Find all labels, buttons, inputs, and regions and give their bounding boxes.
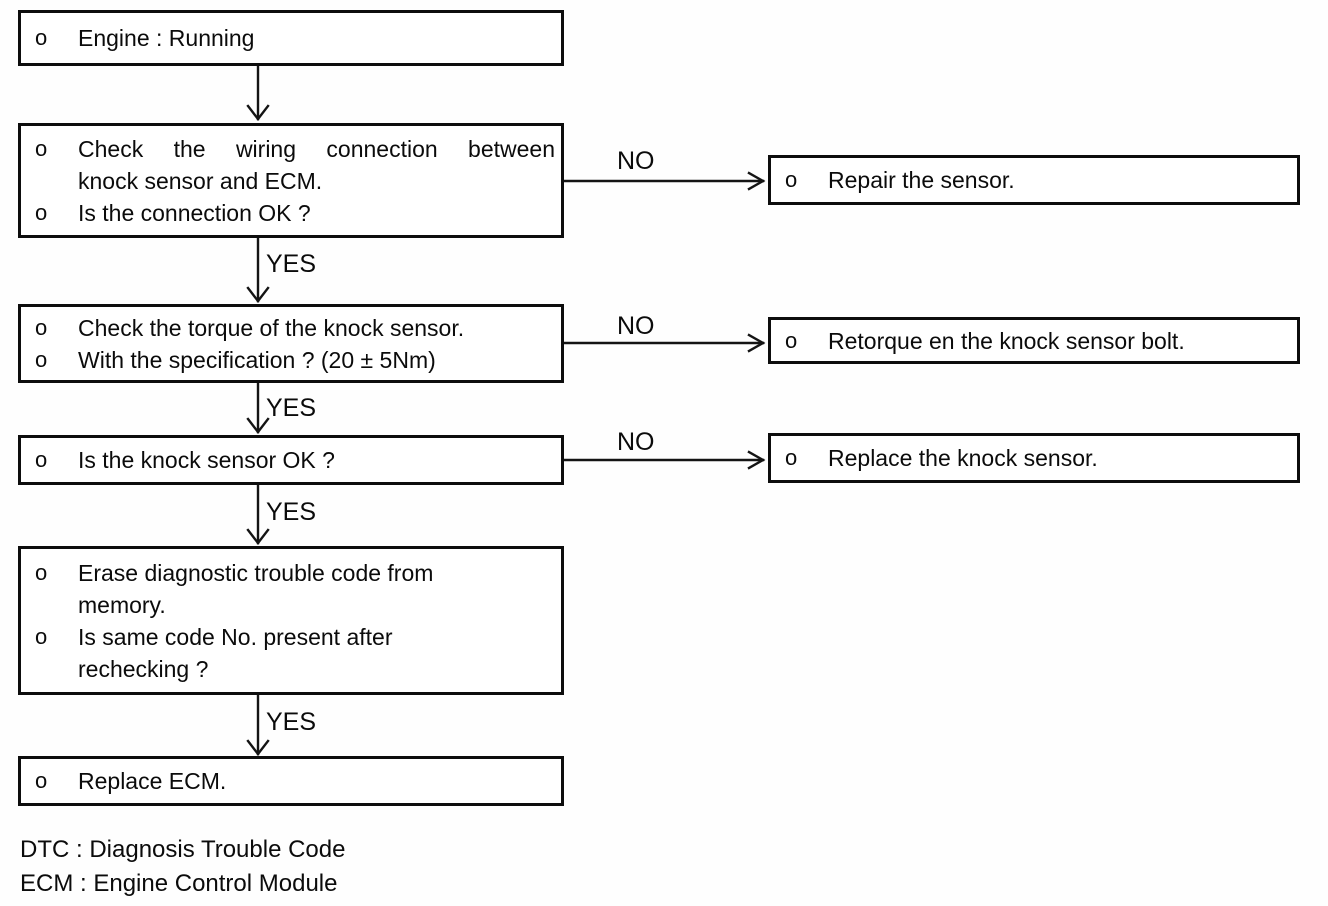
bullet-marker: o xyxy=(35,199,48,225)
label-no-3: NO xyxy=(617,428,655,456)
flow-box-erase-code: o Erase diagnostic trouble code from mem… xyxy=(18,546,564,695)
text-line: Retorque en the knock sensor bolt. xyxy=(828,327,1185,354)
text-line: Is the knock sensor OK ? xyxy=(78,447,335,473)
box-text: Check the wiring connection between knoc… xyxy=(78,133,555,197)
bullet-marker: o xyxy=(785,327,798,353)
arrow-right-2-no xyxy=(562,333,766,353)
flow-box-replace-ecm: o Replace ECM. xyxy=(18,756,564,806)
bullet-row: o Replace ECM. xyxy=(35,765,555,797)
text-line: knock sensor and ECM. xyxy=(78,167,323,194)
text-line: memory. xyxy=(78,591,166,618)
box-text: Is the knock sensor OK ? xyxy=(78,444,555,476)
arrow-down-5-yes xyxy=(246,693,270,756)
bullet-row: o Repair the sensor. xyxy=(785,164,1291,196)
text-line: Repair the sensor. xyxy=(828,167,1015,193)
label-yes-2: YES xyxy=(266,394,317,422)
bullet-marker: o xyxy=(35,135,48,161)
arrow-down-3-yes xyxy=(246,381,270,434)
bullet-marker: o xyxy=(35,314,48,340)
bullet-marker: o xyxy=(35,559,48,585)
bullet-row: o Check the wiring connection between kn… xyxy=(35,133,555,197)
arrow-down-2-yes xyxy=(246,237,270,303)
text-line: Is same code No. present after xyxy=(78,623,393,650)
bullet-marker: o xyxy=(35,346,48,372)
text-line: Check the torque of the knock sensor. xyxy=(78,314,465,341)
text-line: Is the connection OK ? xyxy=(78,199,311,226)
label-yes-4: YES xyxy=(266,708,317,736)
arrow-right-1-no xyxy=(562,171,766,191)
arrow-down-1 xyxy=(246,64,270,121)
footnotes: DTC : Diagnosis Trouble Code ECM : Engin… xyxy=(20,833,345,901)
bullet-marker: o xyxy=(785,167,798,192)
text-line: Engine : Running xyxy=(78,25,255,51)
bullet-row: o With the specification ? (20 ± 5Nm) xyxy=(35,344,555,376)
footnote-dtc: DTC : Diagnosis Trouble Code xyxy=(20,836,346,863)
flow-box-replace-sensor: o Replace the knock sensor. xyxy=(768,433,1300,483)
flow-box-retorque-bolt: o Retorque en the knock sensor bolt. xyxy=(768,317,1300,364)
box-text: Is same code No. present after recheckin… xyxy=(78,621,555,685)
text-line: Replace the knock sensor. xyxy=(828,445,1098,471)
text-line: Check the wiring connection between xyxy=(78,135,555,162)
arrow-down-4-yes xyxy=(246,483,270,545)
bullet-row: o Is same code No. present after recheck… xyxy=(35,621,555,685)
box-text: Replace the knock sensor. xyxy=(828,442,1291,474)
flow-box-check-wiring: o Check the wiring connection between kn… xyxy=(18,123,564,238)
bullet-row: o Retorque en the knock sensor bolt. xyxy=(785,325,1291,357)
label-yes-3: YES xyxy=(266,498,317,526)
text-line: Replace ECM. xyxy=(78,768,227,794)
bullet-row: o Is the connection OK ? xyxy=(35,197,555,229)
box-text: Is the connection OK ? xyxy=(78,197,555,229)
box-text: Engine : Running xyxy=(78,22,555,54)
flow-box-check-torque: o Check the torque of the knock sensor. … xyxy=(18,304,564,383)
bullet-row: o Replace the knock sensor. xyxy=(785,442,1291,474)
text-line: rechecking ? xyxy=(78,655,209,682)
label-no-2: NO xyxy=(617,312,655,340)
text-line: With the specification ? (20 ± 5Nm) xyxy=(78,346,436,373)
bullet-row: o Is the knock sensor OK ? xyxy=(35,444,555,476)
flow-box-sensor-ok: o Is the knock sensor OK ? xyxy=(18,435,564,485)
label-yes-1: YES xyxy=(266,250,317,278)
bullet-marker: o xyxy=(35,768,48,793)
flow-box-engine-running: o Engine : Running xyxy=(18,10,564,66)
bullet-marker: o xyxy=(35,25,48,50)
bullet-row: o Check the torque of the knock sensor. xyxy=(35,312,555,344)
label-no-1: NO xyxy=(617,147,655,175)
text-line: Erase diagnostic trouble code from xyxy=(78,559,434,586)
bullet-marker: o xyxy=(35,447,48,472)
box-text: With the specification ? (20 ± 5Nm) xyxy=(78,344,555,376)
bullet-marker: o xyxy=(35,623,48,649)
bullet-row: o Engine : Running xyxy=(35,22,555,54)
flow-box-repair-sensor: o Repair the sensor. xyxy=(768,155,1300,205)
box-text: Replace ECM. xyxy=(78,765,555,797)
arrow-right-3-no xyxy=(562,450,766,470)
bullet-marker: o xyxy=(785,445,798,470)
box-text: Repair the sensor. xyxy=(828,164,1291,196)
box-text: Erase diagnostic trouble code from memor… xyxy=(78,557,555,621)
box-text: Check the torque of the knock sensor. xyxy=(78,312,555,344)
bullet-row: o Erase diagnostic trouble code from mem… xyxy=(35,557,555,621)
footnote-ecm: ECM : Engine Control Module xyxy=(20,870,338,897)
box-text: Retorque en the knock sensor bolt. xyxy=(828,325,1291,357)
